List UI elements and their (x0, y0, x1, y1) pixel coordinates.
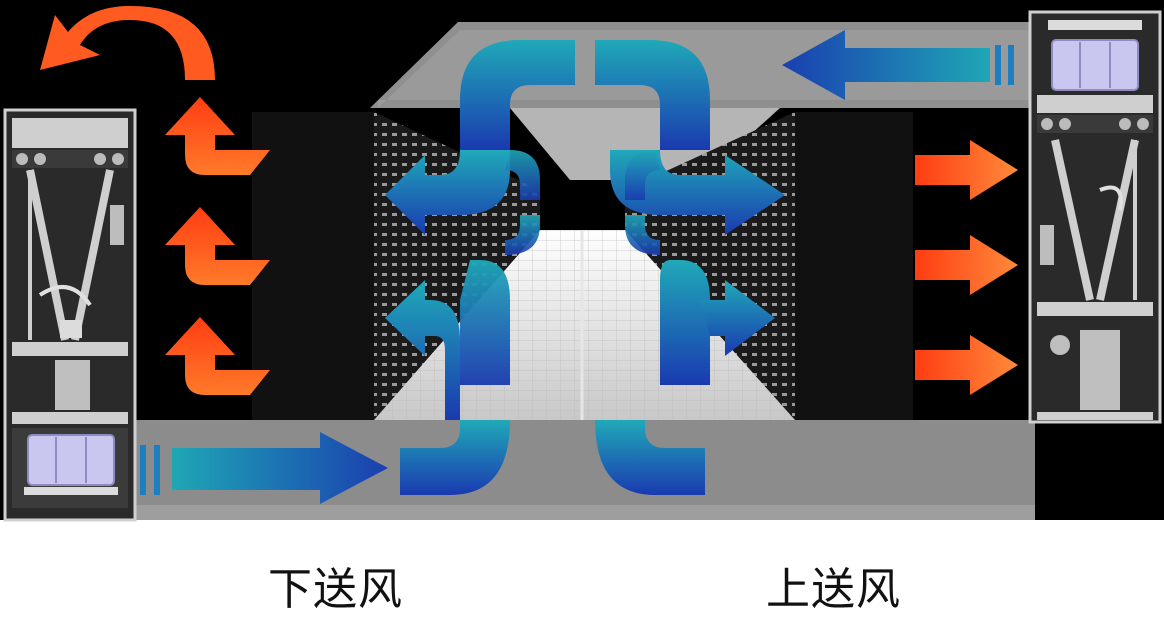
airflow-diagram (0, 0, 1164, 522)
downflow-caption: 下送风 (268, 564, 403, 615)
hot-air-arrow (915, 140, 1018, 200)
fan-icon (1048, 20, 1142, 91)
hot-air-arrow (40, 6, 215, 80)
cold-air-arrow (385, 40, 575, 235)
cold-air-arrow (782, 30, 1014, 100)
cold-air-arrow (505, 150, 660, 255)
right-rack-end (795, 112, 913, 420)
upflow-caption: 上送风 (766, 564, 901, 615)
hot-air-arrow (915, 235, 1018, 295)
hot-air-arrow (165, 97, 270, 175)
left-rack-end (252, 112, 374, 420)
hot-air-arrow (165, 317, 270, 395)
cold-air-arrow (595, 260, 775, 495)
cold-air-arrow (140, 432, 388, 504)
cold-air-arrow (595, 40, 785, 235)
floor-plenum-edge (135, 505, 1035, 520)
hot-air-arrow (915, 335, 1018, 395)
cold-air-arrow (385, 260, 510, 495)
fan-icon (24, 434, 118, 495)
hot-air-arrow (165, 207, 270, 285)
